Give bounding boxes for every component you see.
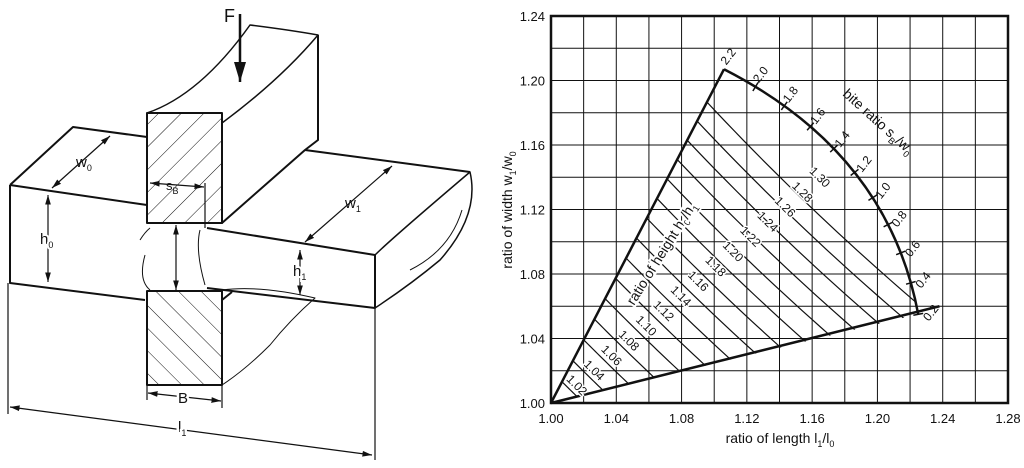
y-tick-label: 1.24	[520, 9, 545, 24]
workpiece-left-top	[9, 126, 148, 206]
bite-ratio-label: 1.6	[807, 105, 829, 127]
label-sB: sB	[166, 178, 179, 196]
x-tick-label: 1.24	[930, 411, 955, 426]
x-tick-label: 1.08	[669, 411, 694, 426]
bite-ratio-tick	[883, 221, 893, 228]
bite-ratio-label: 1.0	[872, 179, 894, 201]
y-tick-label: 1.08	[520, 267, 545, 282]
workpiece-break-line	[221, 288, 316, 386]
workpiece-right-end	[374, 171, 473, 309]
workpiece-bulge-line	[409, 209, 463, 271]
bite-ratio-label: 1.8	[780, 83, 802, 105]
bite-ratio-tick	[752, 82, 759, 92]
w0-dimension	[51, 135, 111, 189]
height-ratio-line	[629, 69, 919, 379]
height-ratio-label: 1.26	[772, 194, 799, 221]
forging-diagram	[9, 24, 473, 386]
workpiece-left-front	[9, 185, 146, 301]
axis-tick-labels: 1.00 1.04 1.08 1.12 1.16 1.20 1.24 1.28 1.00 1.04…	[520, 9, 1021, 426]
upper-die-hatched-face	[146, 112, 223, 224]
dimension-lines	[7, 14, 393, 460]
bite-ratio-label: 0.6	[902, 237, 924, 259]
bite-ratio-tick	[895, 250, 906, 256]
bite-ratio-tick	[913, 312, 924, 316]
bite-ratio-tick	[850, 168, 859, 177]
bite-ratio-tick	[868, 194, 878, 202]
bite-ratio-tick	[829, 144, 838, 153]
region-bottom-edge	[550, 305, 940, 405]
x-axis-title: ratio of length l1/l0	[726, 430, 835, 449]
B-dimension	[147, 391, 222, 403]
height-ratio-label: 1.14	[668, 283, 695, 310]
label-w0: w0	[75, 154, 92, 173]
label-B: B	[178, 390, 188, 407]
height-ratio-label: 1.04	[581, 357, 608, 384]
plot-frame	[549, 14, 1010, 405]
height-ratio-line	[551, 112, 846, 404]
w1-dimension	[304, 165, 393, 243]
y-tick-label: 1.20	[520, 74, 545, 89]
height-ratio-label: 1.10	[633, 313, 660, 340]
x-tick-label: 1.12	[734, 411, 759, 426]
y-tick-label: 1.00	[520, 396, 545, 411]
label-l1: l1	[178, 419, 186, 438]
height-ratio-label: 1.22	[737, 223, 764, 250]
label-w1: w1	[344, 195, 361, 214]
x-tick-label: 1.20	[865, 411, 890, 426]
label-force: F	[224, 6, 235, 26]
x-tick-label: 1.00	[538, 411, 563, 426]
x-tick-label: 1.28	[995, 411, 1020, 426]
height-ratio-labels: 1.021.041.061.081.101.121.141.161.181.20…	[562, 162, 835, 400]
sB-dimension	[149, 180, 205, 190]
y-axis-title: ratio of width w1/w0	[499, 151, 518, 268]
height-ratio-label: 1.30	[807, 164, 834, 191]
bite-ratio-label: 0.4	[912, 269, 934, 291]
bite-ratio-label: 0.2	[920, 302, 942, 324]
bite-ratio-tick	[905, 280, 916, 285]
upper-die-side	[221, 35, 319, 224]
bite-ratio-label: 1.4	[832, 128, 854, 150]
x-tick-label: 1.04	[604, 411, 629, 426]
lower-die-hatched-face	[146, 290, 223, 386]
upper-die-top	[146, 24, 319, 124]
diagram-labels: F w0 sB w1 h0 h1 B l1	[38, 6, 361, 441]
y-tick-label: 1.16	[520, 138, 545, 153]
bite-ratio-scale: 2.22.01.81.61.41.21.00.80.60.40.2	[718, 45, 942, 323]
height-ratio-label: 1.12	[650, 298, 677, 325]
workpiece-right-top	[206, 149, 471, 256]
bite-ratio-tick	[780, 101, 788, 111]
label-h1: h1	[293, 263, 306, 282]
region-left-edge	[549, 68, 726, 404]
y-tick-label: 1.04	[520, 332, 545, 347]
height-ratio-label: 1.18	[702, 253, 729, 280]
x-tick-label: 1.16	[799, 411, 824, 426]
l1-dimension	[9, 405, 373, 457]
label-h0: h0	[40, 231, 53, 250]
y-tick-label: 1.12	[520, 203, 545, 218]
workpiece-right-front	[206, 255, 376, 309]
bite-ratio-label: 2.0	[750, 63, 772, 85]
bite-ratio-chart: 1.00 1.04 1.08 1.12 1.16 1.20 1.24 1.28 1.00 1.04…	[499, 9, 1021, 449]
height-ratio-title: ratio of height h0/h1	[623, 199, 702, 309]
bite-ratio-label: 0.8	[889, 208, 911, 230]
bite-ratio-tick	[806, 122, 815, 131]
workpiece-flow-lines	[139, 227, 206, 291]
lower-die-edge	[221, 291, 233, 301]
